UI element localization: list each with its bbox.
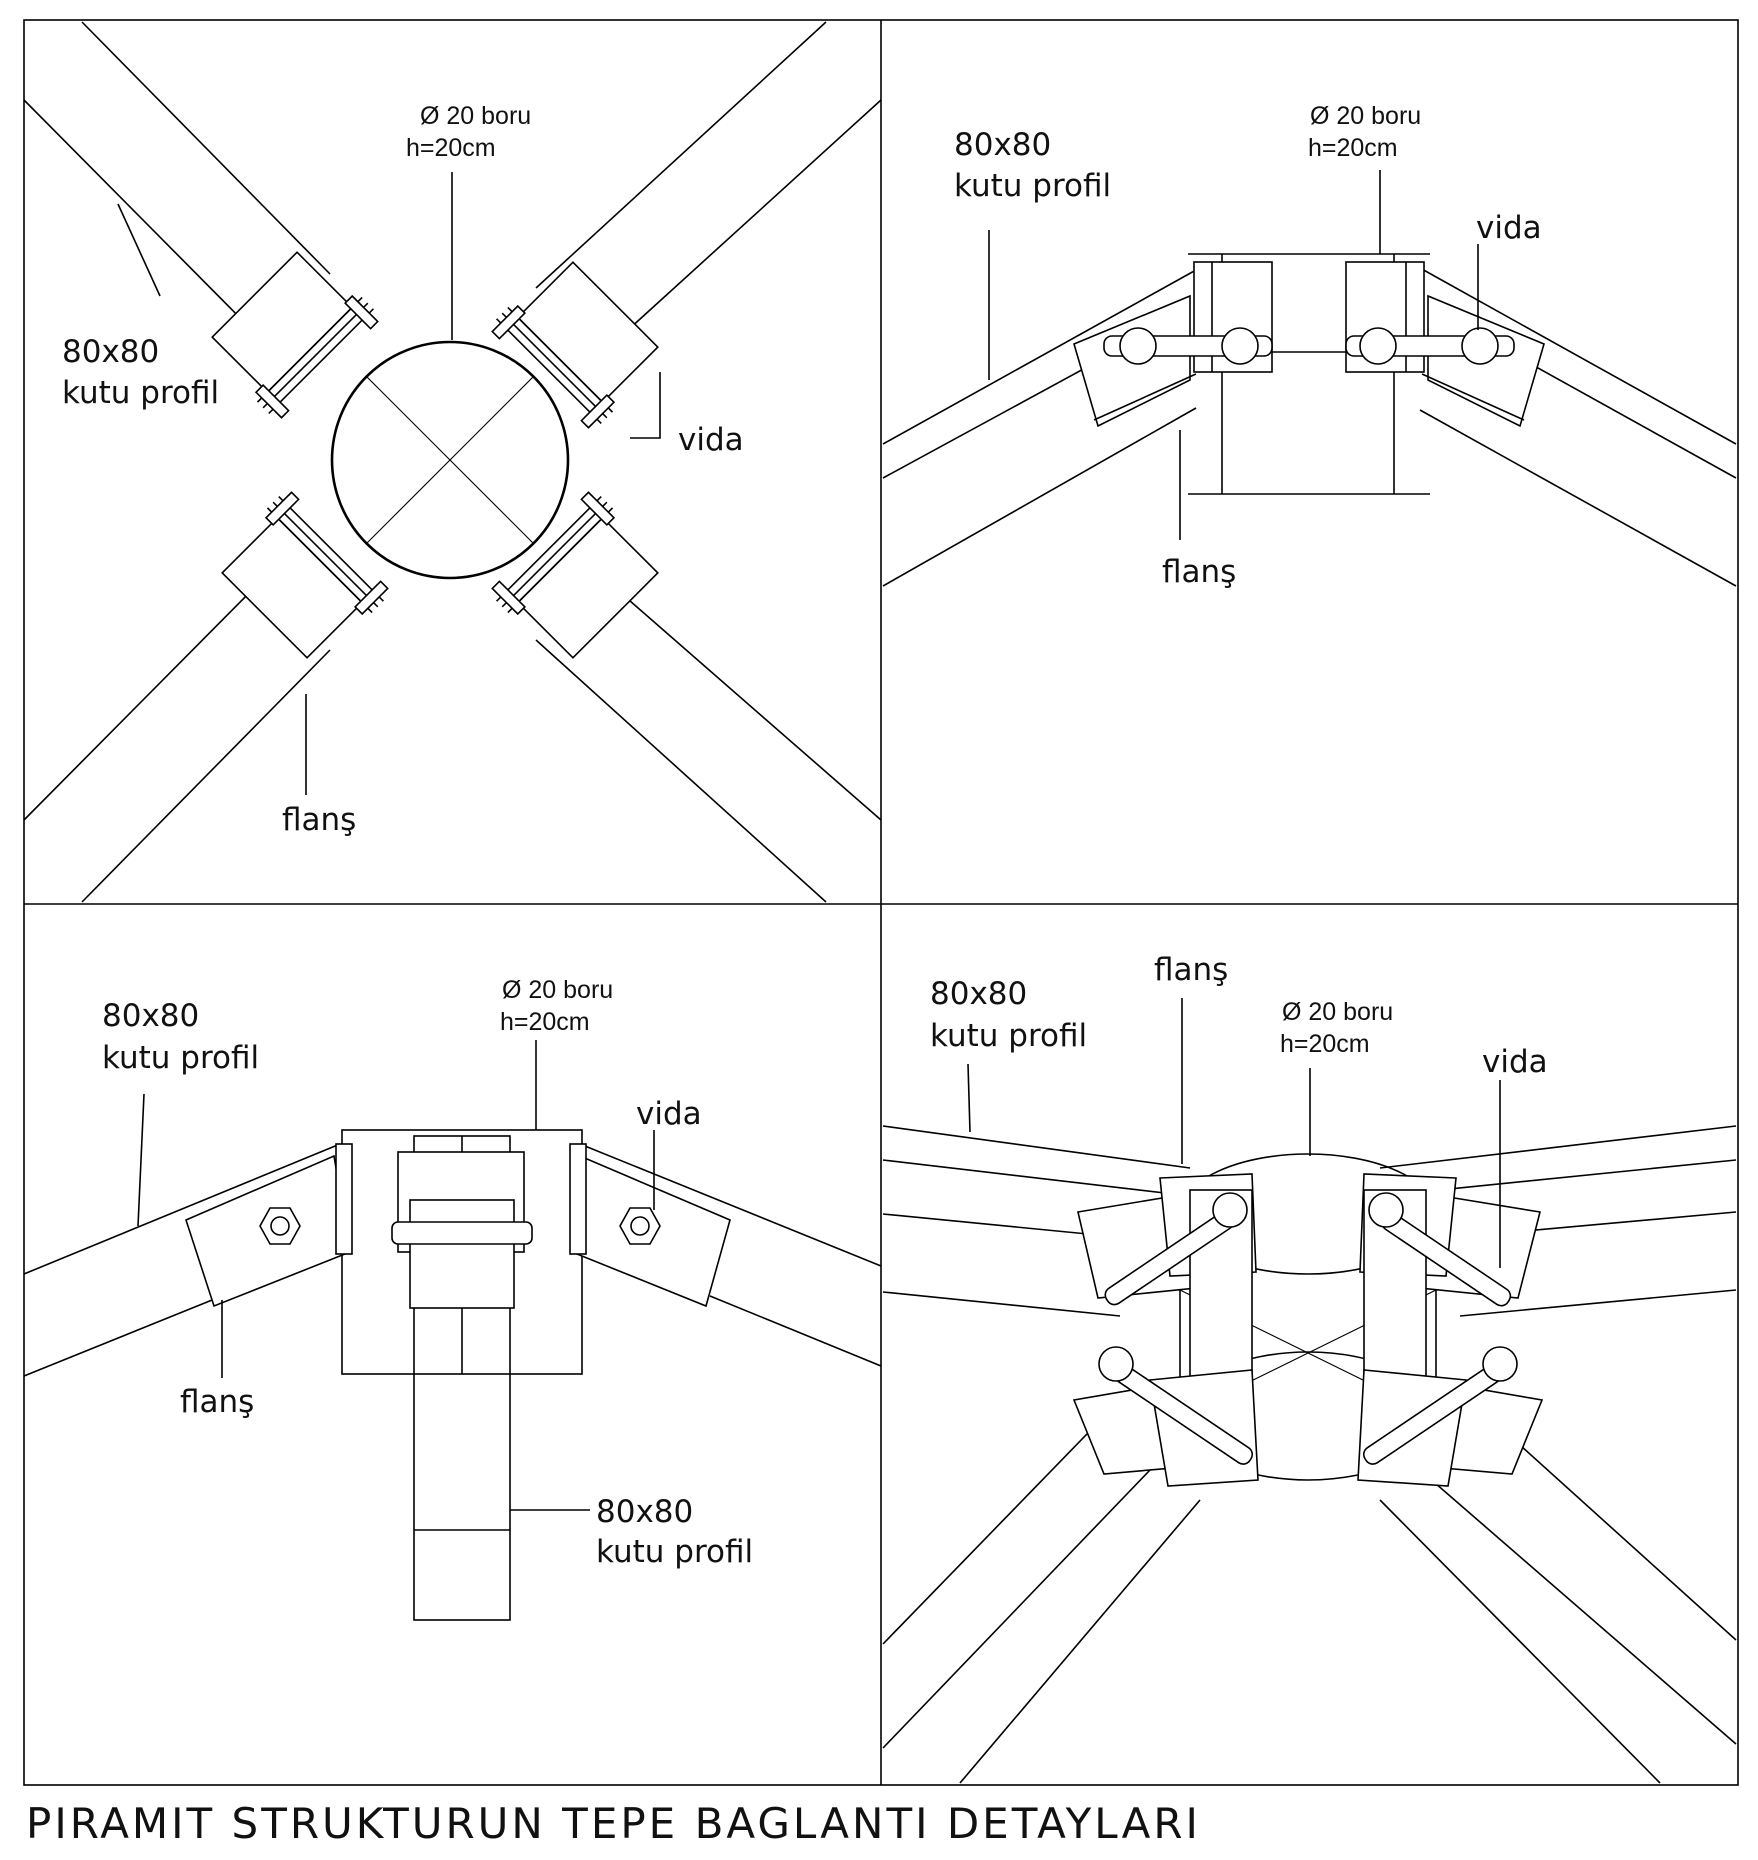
vertical-profile-side: [391, 1135, 533, 1621]
central-pipe-front: [1188, 253, 1430, 495]
box-profile-right-side: [579, 1143, 882, 1367]
flange-ne: [491, 261, 659, 429]
box-profile-left-front: [882, 269, 1197, 587]
box-profile-sw: [23, 579, 331, 903]
profile-label-1-front: 80x80: [954, 127, 1051, 163]
leaders-perspective: [967, 998, 1501, 1268]
flange-se: [491, 491, 659, 659]
profile-label-1-side: 80x80: [102, 998, 199, 1034]
profile-label-1-perspective: 80x80: [930, 976, 1027, 1012]
pipe-label-1-side: Ø 20 boru: [502, 976, 613, 1004]
flange-sw-perspective: [1072, 1346, 1259, 1487]
panel-plan-view: Ø 20 boru h=20cm 80x80 kutu profil vida …: [23, 21, 882, 903]
screw-label-plan: vida: [678, 422, 744, 458]
profile-label-2-side: kutu profil: [102, 1040, 259, 1076]
leaders-side: [137, 1040, 655, 1511]
flange-label-front: flanş: [1162, 554, 1236, 590]
screw-label-side: vida: [636, 1096, 702, 1132]
sheet-title: PIRAMIT STRUKTURUN TEPE BAGLANTI DETAYLA…: [26, 1799, 1201, 1848]
flange-nw: [211, 251, 379, 419]
profile-label-2-plan: kutu profil: [62, 375, 219, 411]
profile-label-1-plan: 80x80: [62, 334, 159, 370]
flange-sw: [221, 491, 389, 659]
screw-label-perspective: vida: [1482, 1044, 1548, 1080]
box-profile-left-side: [23, 1143, 341, 1377]
flange-label-plan: flanş: [282, 802, 356, 838]
flange-se-perspective: [1357, 1346, 1544, 1487]
flange-ne-perspective: [1359, 1173, 1541, 1381]
flange-right-side: [569, 1143, 731, 1308]
profile-label-2-vertical: kutu profil: [596, 1534, 753, 1570]
box-profile-se: [535, 579, 882, 903]
leaders-front: [988, 170, 1479, 540]
panel-perspective: Ø 20 boru h=20cm 80x80 kutu profil flanş…: [882, 952, 1737, 1784]
leaders-plan: [117, 172, 661, 795]
pipe-height-label-front: h=20cm: [1308, 134, 1398, 162]
pipe-label-1-plan: Ø 20 boru: [420, 102, 531, 130]
pipe-height-label-plan: h=20cm: [406, 134, 496, 162]
flange-label-perspective: flanş: [1154, 952, 1228, 988]
pipe-label-1-front: Ø 20 boru: [1310, 102, 1421, 130]
panel-front-elevation: Ø 20 boru h=20cm 80x80 kutu profil vida …: [882, 102, 1737, 590]
profile-label-1-vertical: 80x80: [596, 1494, 693, 1530]
central-pipe-plan: [330, 340, 570, 580]
flange-left-side: [185, 1143, 353, 1308]
profile-label-2-perspective: kutu profil: [930, 1018, 1087, 1054]
pipe-height-label-side: h=20cm: [500, 1008, 590, 1036]
flange-label-side: flanş: [180, 1384, 254, 1420]
profile-label-2-front: kutu profil: [954, 168, 1111, 204]
box-profile-nw: [23, 21, 331, 341]
box-profile-right-front: [1419, 267, 1737, 587]
box-profile-ne: [535, 21, 882, 351]
flange-nw-perspective: [1077, 1173, 1257, 1381]
screw-label-front: vida: [1476, 210, 1542, 246]
flange-left-front: [1073, 261, 1273, 428]
panel-side-elevation: Ø 20 boru h=20cm 80x80 kutu profil vida …: [23, 976, 882, 1621]
pipe-label-1-perspective: Ø 20 boru: [1282, 998, 1393, 1026]
flange-right-front: [1345, 261, 1545, 428]
pipe-height-label-perspective: h=20cm: [1280, 1030, 1370, 1058]
sheet-frame: [23, 19, 1739, 1786]
box-profiles-perspective: [882, 1125, 1737, 1784]
